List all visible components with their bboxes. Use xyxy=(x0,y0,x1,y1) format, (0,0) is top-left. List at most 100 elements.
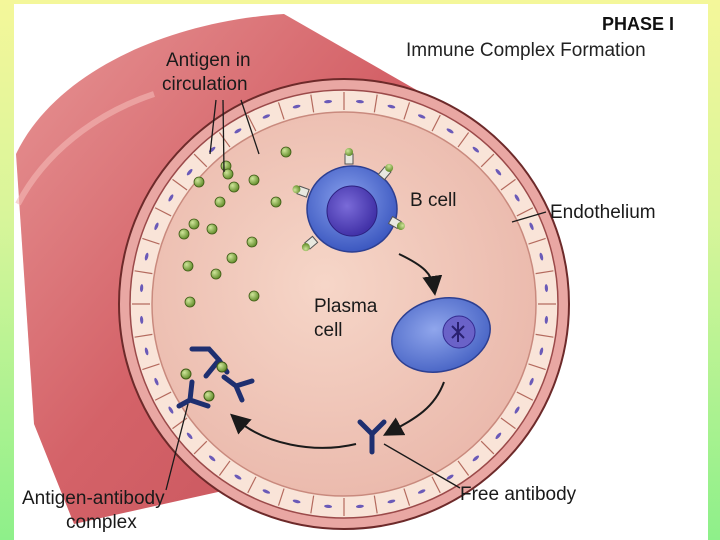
endothelial-nucleus xyxy=(514,406,520,414)
antigen-particle xyxy=(182,260,194,272)
endothelial-nucleus xyxy=(355,504,364,508)
endothelial-cell-border xyxy=(373,94,378,113)
endothelial-cell-border xyxy=(310,94,315,113)
endothelial-cell-border xyxy=(373,495,378,514)
antigen-particle xyxy=(210,268,222,280)
endothelial-cell-border xyxy=(247,114,257,132)
endothelial-nucleus xyxy=(292,499,301,504)
antigen-particle xyxy=(184,296,196,308)
antigen-particle xyxy=(193,176,205,188)
antigen-particle xyxy=(222,168,234,180)
antigen-particle xyxy=(178,228,190,240)
endothelial-nucleus xyxy=(292,104,301,109)
endothelial-nucleus xyxy=(472,455,480,462)
antigen-particle xyxy=(206,223,218,235)
endothelial-nucleus xyxy=(495,168,502,176)
plasma-label-line2: cell xyxy=(314,320,343,341)
endothelial-cell-border xyxy=(310,495,315,514)
endothelial-nucleus xyxy=(446,128,454,134)
endothelial-nucleus xyxy=(324,504,333,508)
label-leaders xyxy=(165,99,547,491)
secretion-arrow xyxy=(382,381,445,436)
antigen-particle xyxy=(248,174,260,186)
antigen-label-line1: Antigen in xyxy=(166,50,251,71)
b-cell-receptors xyxy=(292,148,405,252)
b-cell xyxy=(292,148,405,253)
endothelial-cell-border xyxy=(480,153,495,168)
endothelial-nucleus xyxy=(168,194,174,202)
b-cell-label: B cell xyxy=(410,190,457,211)
endothelial-nucleus xyxy=(417,114,426,119)
endothelial-nucleus xyxy=(168,406,174,414)
endothelial-cell-border xyxy=(431,476,441,494)
endothelial-cell-border xyxy=(142,363,160,371)
endothelial-cell-border xyxy=(134,333,153,338)
endothelial-cell-border xyxy=(500,417,516,430)
endothelial-nucleus xyxy=(262,114,271,119)
endothelial-nucleus xyxy=(234,128,242,134)
antigen-antibody-complex xyxy=(176,346,255,409)
plasma-label-line1: Plasma xyxy=(314,296,378,317)
endothelial-nucleus xyxy=(144,347,149,356)
free-antibody-label: Free antibody xyxy=(460,484,577,505)
endothelial-cell-border xyxy=(500,178,516,191)
endothelial-cell-border xyxy=(480,440,495,455)
endothelial-nucleus xyxy=(186,432,193,440)
endothelial-cell-border xyxy=(193,440,208,455)
complex-label-line2: complex xyxy=(66,512,137,533)
endothelial-cell-border xyxy=(277,488,285,506)
endothelial-nucleus xyxy=(262,489,271,494)
antigen-particle xyxy=(280,146,292,158)
endothelial-cell-border xyxy=(516,207,534,217)
free-antigens xyxy=(178,146,292,308)
diagram-canvas: PHASE I Immune Complex Formation Antigen… xyxy=(14,4,708,540)
antigen-particle xyxy=(270,196,282,208)
free-antibody xyxy=(357,419,387,455)
endothelial-nucleus xyxy=(154,222,159,231)
endothelial-cell-border xyxy=(528,363,546,371)
antigen-particle xyxy=(188,218,200,230)
endothelial-nucleus xyxy=(355,100,364,104)
antigen-particle xyxy=(228,181,240,193)
endothelial-nucleus xyxy=(387,104,396,109)
antigen-label-line2: circulation xyxy=(162,74,248,95)
endothelial-nucleus xyxy=(472,146,480,153)
endothelial-nucleus xyxy=(144,252,149,261)
endothelial-cell-border xyxy=(457,460,470,476)
phase-title: PHASE I xyxy=(602,14,675,34)
vessel-lumen xyxy=(151,111,537,497)
endothelial-cell-border xyxy=(403,488,411,506)
endothelial-cell-border xyxy=(134,270,153,275)
endothelial-cell-border xyxy=(431,114,441,132)
endothelial-nucleus xyxy=(140,284,144,293)
endothelial-nucleus xyxy=(208,455,216,462)
endothelial-cell-border xyxy=(154,207,172,217)
endothelial-nucleus xyxy=(514,194,520,202)
endothelial-nucleus xyxy=(154,377,159,386)
endothelial-cell-border xyxy=(142,237,160,245)
endothelial-cell-border xyxy=(154,391,172,401)
endothelial-cell-border xyxy=(457,132,470,148)
complex-formation-arrow xyxy=(230,413,357,449)
endothelial-nucleus xyxy=(324,100,333,104)
antigen-particle xyxy=(246,236,258,248)
antigen-particle xyxy=(214,196,226,208)
endothelial-nucleus xyxy=(140,315,144,324)
endothelial-cell-border xyxy=(535,333,554,338)
endothelial-cell-border xyxy=(277,102,285,120)
endothelial-cell-border xyxy=(247,476,257,494)
endothelial-cell-border xyxy=(528,237,546,245)
endothelial-nucleus xyxy=(544,315,548,324)
endothelial-nucleus xyxy=(529,222,534,231)
endothelial-cell-border xyxy=(193,153,208,168)
endothelial-nucleus xyxy=(186,168,193,176)
endothelial-cell-border xyxy=(535,270,554,275)
blood-vessel-diagram xyxy=(14,8,708,540)
endothelial-cell-border xyxy=(516,391,534,401)
endothelial-nucleus xyxy=(387,499,396,504)
endothelial-nucleus xyxy=(417,489,426,494)
endothelial-nucleus xyxy=(529,377,534,386)
endothelial-cell-border xyxy=(218,460,231,476)
antigen-particle xyxy=(226,252,238,264)
endothelial-nucleus xyxy=(544,284,548,293)
